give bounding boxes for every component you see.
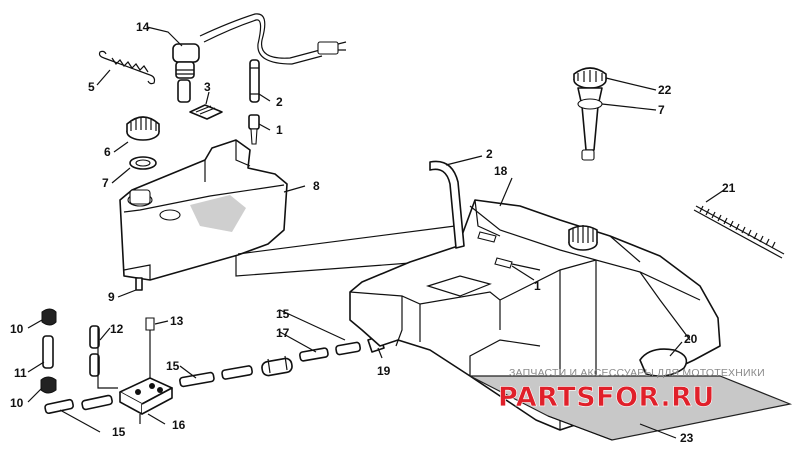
callout-14: 14 <box>136 20 150 34</box>
hose-15-left <box>44 398 74 415</box>
hose-15-mid-a <box>179 371 215 388</box>
callout-2-right: 2 <box>486 147 493 161</box>
oil-filler-cap <box>126 116 160 141</box>
fuel-pump <box>119 377 173 424</box>
oil-outlet <box>135 277 143 291</box>
short-hose-11 <box>42 335 54 369</box>
watermark: ЗАПЧАСТИ И АКСЕССУАРЫ ДЛЯ МОТОТЕХНИКИ PA… <box>498 367 765 413</box>
fuel-level-sender <box>573 67 607 161</box>
vent-fitting <box>248 114 260 145</box>
vent-hose-long <box>429 160 465 249</box>
callout-2-upper: 2 <box>276 95 283 109</box>
callout-10-bottom: 10 <box>10 396 24 410</box>
callout-6: 6 <box>104 145 111 159</box>
callout-9: 9 <box>108 290 115 304</box>
grommet-plate <box>189 104 223 120</box>
callout-labels: 14 5 3 2 1 6 7 8 9 10 11 10 12 13 15 15 … <box>10 20 736 445</box>
leader-lines <box>27 26 725 439</box>
callout-17: 17 <box>276 326 290 340</box>
callout-22: 22 <box>658 83 672 97</box>
callout-12: 12 <box>110 322 124 336</box>
hose-15-mid-b <box>221 365 253 380</box>
sender-gasket <box>577 98 603 110</box>
callout-13: 13 <box>170 314 184 328</box>
callout-5: 5 <box>88 80 95 94</box>
watermark-tagline: ЗАПЧАСТИ И АКСЕССУАРЫ ДЛЯ МОТОТЕХНИКИ <box>509 367 765 379</box>
oil-tank <box>119 139 288 281</box>
callout-8: 8 <box>313 179 320 193</box>
callout-21: 21 <box>722 181 736 195</box>
callout-18: 18 <box>494 164 508 178</box>
callout-7-right: 7 <box>658 103 665 117</box>
fuel-filter <box>261 355 293 377</box>
callout-3: 3 <box>204 80 211 94</box>
vent-hose-short <box>249 59 260 103</box>
hose-17a <box>299 347 329 362</box>
callout-10-top: 10 <box>10 322 24 336</box>
oil-level-sender <box>172 13 347 103</box>
fuel-hose-12b <box>89 353 100 377</box>
callout-16: 16 <box>172 418 186 432</box>
watermark-logo: PARTSFOR.RU <box>498 382 715 413</box>
pump-fitting <box>145 317 155 331</box>
callout-15-bottom: 15 <box>112 425 126 439</box>
fuel-tank <box>349 199 721 431</box>
callout-20: 20 <box>684 332 698 346</box>
callout-7-left: 7 <box>102 176 109 190</box>
fuel-hose-12a <box>89 325 100 349</box>
spring <box>98 50 156 85</box>
hose-17b <box>335 341 362 356</box>
base-mat <box>469 375 793 441</box>
callout-15-upper: 15 <box>276 307 290 321</box>
hose-clamp-bottom <box>40 376 57 394</box>
callout-23: 23 <box>680 431 694 445</box>
callout-15-left: 15 <box>166 359 180 373</box>
tank-strap <box>693 205 785 259</box>
callout-11: 11 <box>14 366 27 380</box>
callout-19: 19 <box>377 364 391 378</box>
hose-clamp-top <box>41 308 57 326</box>
callout-1-upper: 1 <box>276 123 283 137</box>
callout-1-right: 1 <box>534 279 541 293</box>
